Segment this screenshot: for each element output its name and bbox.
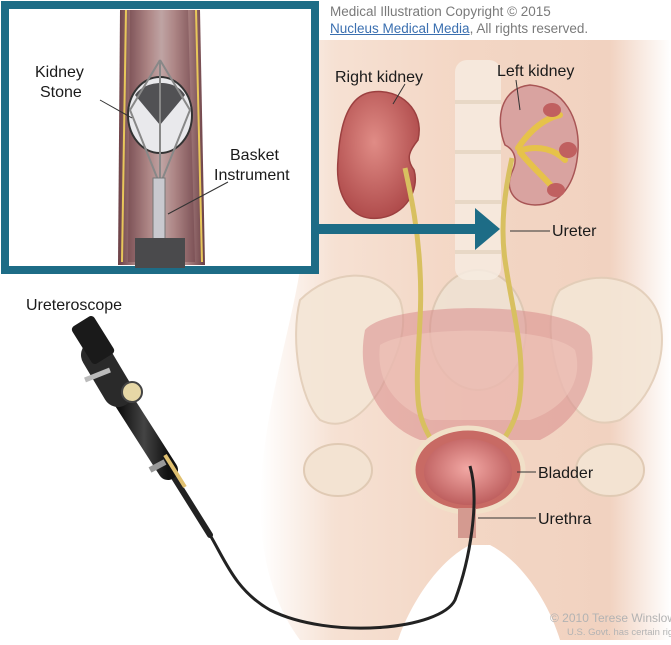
label-basket-line1: Basket xyxy=(230,147,279,164)
label-kidney-stone-line1: Kidney xyxy=(35,64,84,81)
label-left-kidney: Left kidney xyxy=(497,63,574,80)
label-right-kidney: Right kidney xyxy=(335,69,423,86)
label-ureter: Ureter xyxy=(552,223,597,240)
credit-line1: Medical Illustration Copyright © 2015 xyxy=(330,3,588,20)
credit-line2: Nucleus Medical Media, All rights reserv… xyxy=(330,20,588,37)
label-ureteroscope: Ureteroscope xyxy=(26,297,122,314)
watermark-line1: © 2010 Terese Winslow xyxy=(550,611,671,625)
label-basket-line2: Instrument xyxy=(214,167,290,184)
right-kidney xyxy=(338,92,420,219)
label-kidney-stone-line2: Stone xyxy=(40,84,82,101)
ureteroscope xyxy=(70,314,210,535)
copyright-credit: Medical Illustration Copyright © 2015 Nu… xyxy=(330,3,588,37)
nucleus-link[interactable]: Nucleus Medical Media xyxy=(330,21,470,36)
body-silhouette xyxy=(260,40,671,640)
inset-panel xyxy=(5,5,315,270)
basket-instrument-shaft xyxy=(153,178,165,240)
credit-suffix: , All rights reserved. xyxy=(470,21,589,36)
label-urethra: Urethra xyxy=(538,511,591,528)
label-bladder: Bladder xyxy=(538,465,594,482)
watermark-line2: U.S. Govt. has certain rights xyxy=(567,627,671,638)
